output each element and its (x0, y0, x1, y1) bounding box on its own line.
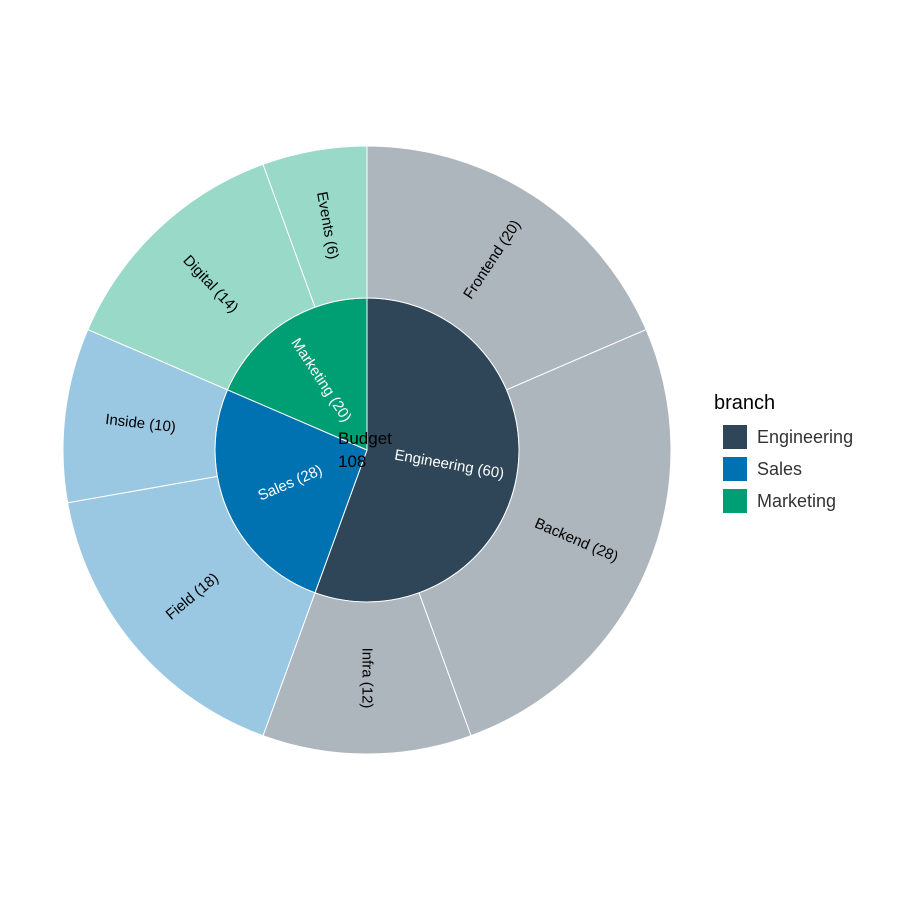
outer-segment-field (67, 475, 316, 737)
legend-label-engineering: Engineering (757, 426, 854, 447)
legend-title: branch (714, 392, 776, 414)
legend-label-marketing: Marketing (757, 490, 837, 511)
legend-item-engineering: Engineering (714, 421, 853, 453)
legend-label-sales: Sales (757, 458, 803, 479)
outer-segment-frontend (366, 145, 647, 391)
inner-ring (214, 297, 520, 603)
outer-segment-digital (87, 163, 316, 391)
legend-swatch-engineering (723, 425, 747, 449)
legend-swatch-marketing (723, 489, 747, 513)
outer-segment-backend (418, 328, 672, 737)
outer-segment-events (262, 145, 368, 308)
outer-ring (62, 145, 672, 755)
center-label: Budget (338, 429, 392, 448)
legend-item-sales: Sales (714, 453, 853, 485)
legend-item-marketing: Marketing (714, 485, 853, 517)
legend-swatch-sales (723, 457, 747, 481)
outer-label-infra: Infra (12) (359, 648, 376, 709)
center-value: 108 (338, 452, 366, 471)
